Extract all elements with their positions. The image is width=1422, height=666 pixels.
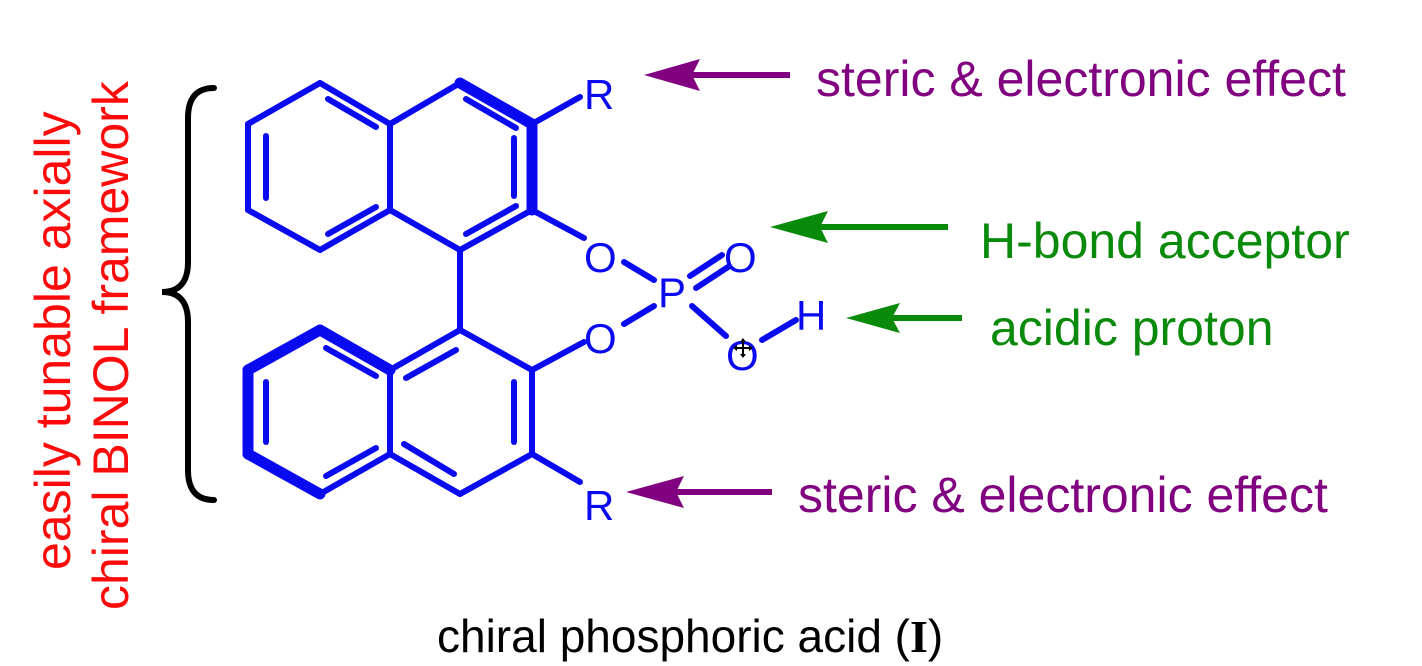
acidic-proton-label: acidic proton — [990, 300, 1274, 356]
steric-effect-top-label: steric & electronic effect — [816, 51, 1346, 107]
framework-label: easily tunable axially chiral BINOL fram… — [25, 80, 139, 610]
atom-h: H — [796, 292, 826, 339]
caption-close: ) — [928, 610, 943, 662]
framework-label-line1: easily tunable axially — [25, 111, 81, 570]
molecule-structure — [242, 77, 799, 500]
framework-label-line2: chiral BINOL framework — [83, 80, 139, 610]
arrow-left-icon — [626, 476, 772, 508]
arrow-left-icon — [644, 59, 790, 91]
atom-r-top: R — [584, 71, 614, 118]
annotation-labels: steric & electronic effect H-bond accept… — [798, 51, 1350, 523]
atom-r-bottom: R — [584, 482, 614, 529]
atom-o-double: O — [724, 234, 757, 281]
atom-labels: R O P O O O H R — [584, 71, 826, 529]
move-cursor-icon — [733, 338, 753, 358]
atom-o-top: O — [584, 234, 617, 281]
steric-effect-bottom-label: steric & electronic effect — [798, 467, 1328, 523]
arrow-left-icon — [846, 303, 962, 333]
atom-p: P — [658, 269, 686, 316]
caption: chiral phosphoric acid (I) — [437, 610, 943, 662]
caption-text: chiral phosphoric acid ( — [437, 610, 911, 662]
caption-label: I — [910, 611, 928, 662]
upper-naphthalene — [245, 77, 587, 253]
phosphate-bonds — [621, 252, 799, 343]
arrow-left-icon — [770, 211, 948, 243]
atom-o-bottom: O — [584, 315, 617, 362]
annotation-arrows — [626, 59, 962, 508]
lower-naphthalene — [242, 324, 587, 500]
hbond-acceptor-label: H-bond acceptor — [980, 213, 1350, 269]
curly-brace-icon — [161, 85, 217, 503]
